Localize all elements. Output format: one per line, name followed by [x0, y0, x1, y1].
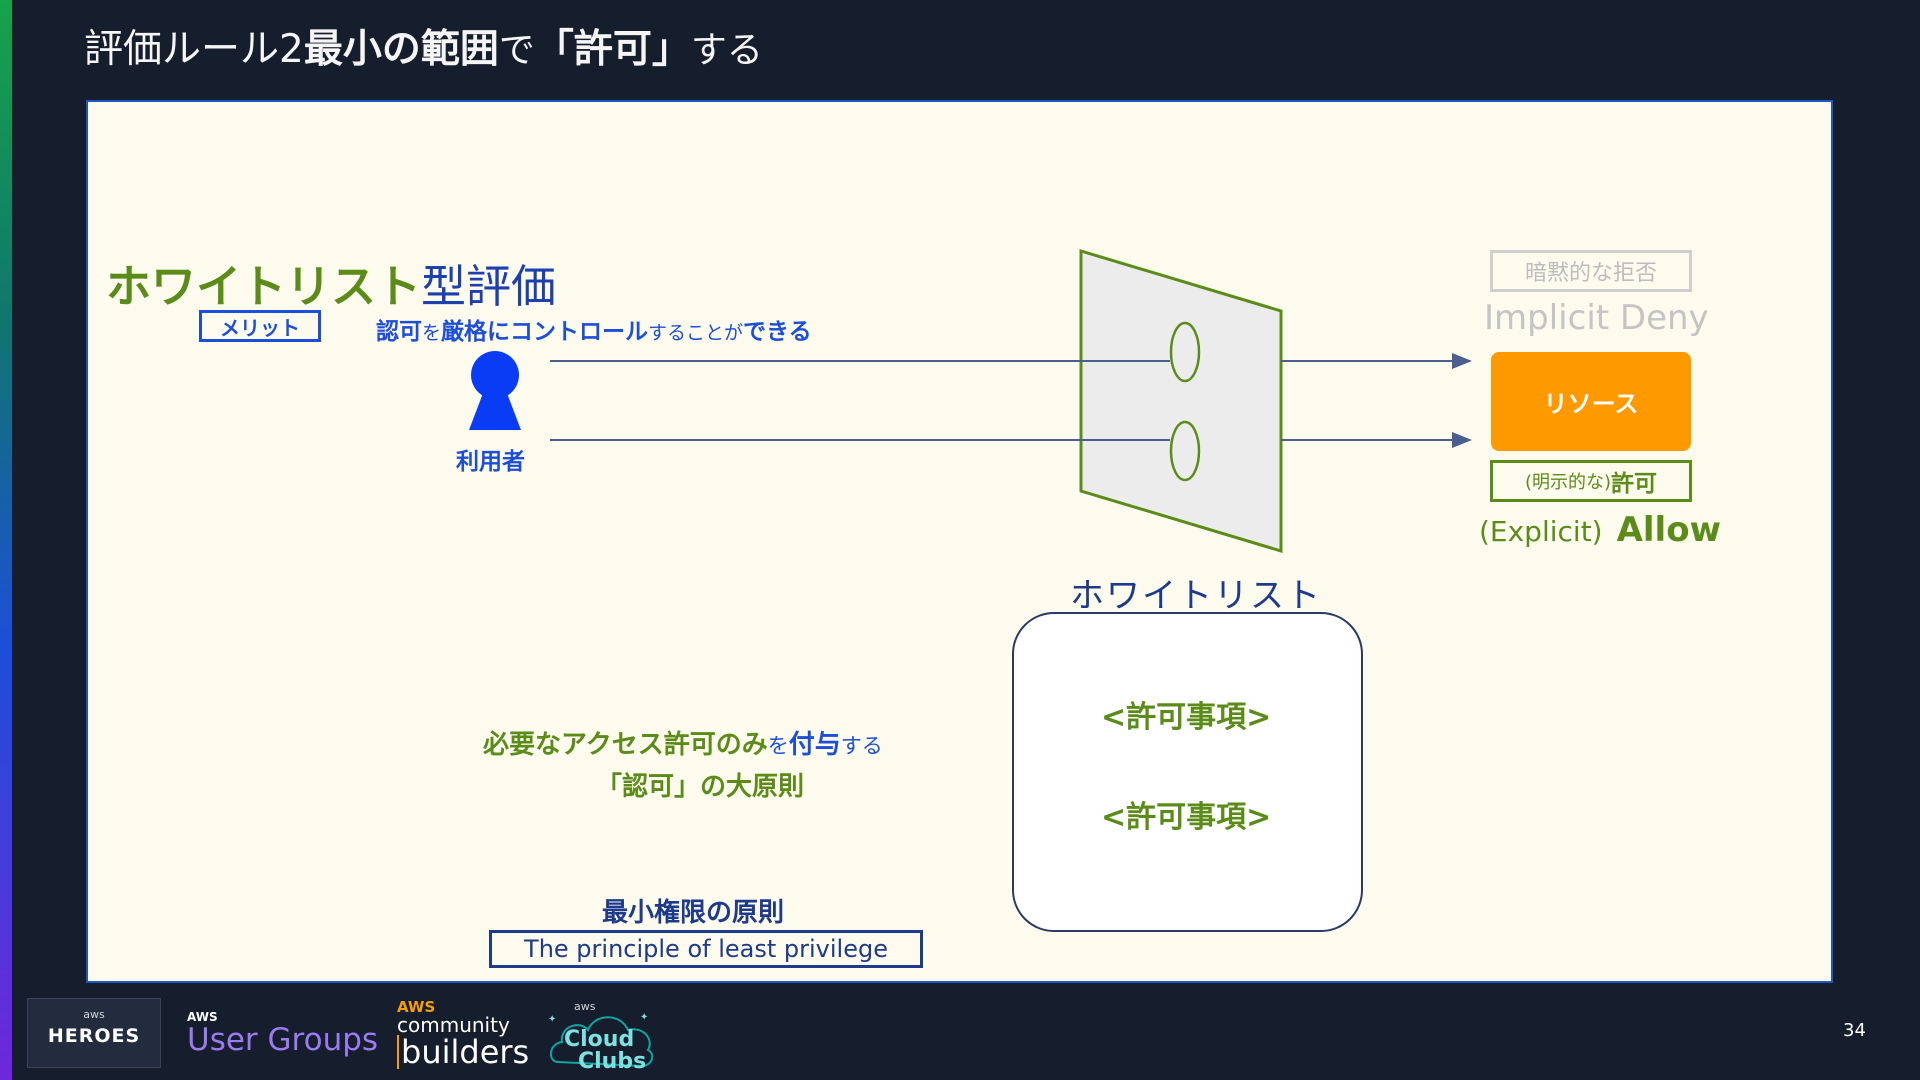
- authz-description: 認可を厳格にコントロールすることができる: [376, 312, 812, 346]
- sparkle-icon: ✦: [548, 1014, 556, 1025]
- authz-text-1: 認可: [376, 319, 422, 345]
- explicit-label: (Explicit): [1479, 515, 1603, 548]
- aws-community-builders-logo: AWS community builders: [397, 1000, 529, 1069]
- whitelist-diagram: [550, 248, 1472, 554]
- authz-text-5: できる: [743, 319, 812, 345]
- principle-line-2: 「認可」の大原則: [596, 772, 805, 802]
- principle-text-d: する: [840, 734, 883, 758]
- merit-badge: メリット: [199, 310, 321, 342]
- accent-bar: [0, 0, 12, 1080]
- ug-text: User Groups: [187, 1022, 379, 1058]
- user-label: 利用者: [456, 449, 525, 475]
- whitelist-box: [1012, 612, 1363, 932]
- principle-text-b: を: [767, 734, 789, 758]
- page-number: 34: [1843, 1020, 1866, 1041]
- ug-aws-text: AWS: [187, 1010, 218, 1024]
- least-privilege-badge: The principle of least privilege: [489, 930, 923, 968]
- whitelist-eval-title-rest: 型評価: [421, 260, 557, 313]
- permission-item: <許可事項>: [1101, 700, 1272, 735]
- user-icon: [469, 351, 521, 430]
- footer: aws HEROES AWS User Groups AWS community…: [0, 990, 1920, 1080]
- cc-clubs-text: Clubs: [578, 1049, 646, 1074]
- content-panel: ホワイトリスト型評価 メリット 認可を厳格にコントロールすることができる 利用者…: [86, 100, 1833, 983]
- resource-box: リソース: [1491, 352, 1691, 451]
- whitelist-filter-plane: [1079, 248, 1283, 554]
- principle-text-a: 必要なアクセス許可のみ: [483, 730, 768, 760]
- allow-badge-small: (明示的な): [1524, 472, 1612, 493]
- filter-hole-1: [1169, 321, 1201, 383]
- authz-text-2: を: [422, 322, 442, 344]
- whitelist-label: ホワイトリスト: [1070, 576, 1322, 616]
- whitelist-eval-title-green: ホワイトリスト: [106, 260, 422, 313]
- implicit-deny-badge: 暗黙的な拒否: [1490, 250, 1692, 292]
- title-part-1: 評価ルール2: [84, 27, 304, 72]
- title-part-5: する: [690, 30, 763, 71]
- heroes-text: HEROES: [47, 1025, 141, 1047]
- aws-cloud-clubs-logo: aws Cloud Clubs ✦ ✦: [548, 1000, 654, 1074]
- cb-community-text: community: [397, 1013, 510, 1037]
- whitelist-eval-title: ホワイトリスト型評価: [106, 250, 556, 315]
- slide-title: 評価ルール2 最小の範囲 で 「許可」 する: [84, 18, 763, 82]
- title-part-3: で: [498, 30, 535, 71]
- filter-hole-2: [1169, 420, 1201, 482]
- cb-builders-text: builders: [397, 1035, 529, 1069]
- title-part-2: 最小の範囲: [303, 27, 499, 72]
- allow-badge-bold: 許可: [1611, 471, 1658, 497]
- title-part-4: 「許可」: [534, 27, 691, 72]
- permission-item: <許可事項>: [1101, 800, 1272, 835]
- sparkle-icon: ✦: [640, 1012, 648, 1023]
- heroes-aws-text: aws: [83, 1008, 105, 1021]
- implicit-deny-text: Implicit Deny: [1484, 298, 1709, 338]
- aws-user-groups-logo: AWS User Groups: [187, 1010, 378, 1058]
- cc-aws-text: aws: [574, 1000, 596, 1013]
- principle-text-c: 付与: [788, 730, 841, 760]
- cb-aws-text: AWS: [397, 998, 436, 1016]
- explicit-allow-badge: (明示的な)許可: [1490, 460, 1692, 502]
- aws-heroes-logo: aws HEROES: [27, 998, 161, 1068]
- cc-cloud-text: Cloud: [564, 1027, 634, 1052]
- authz-text-3: 厳格にコントロール: [441, 319, 649, 345]
- principle-line-1: 必要なアクセス許可のみを付与する: [483, 724, 883, 761]
- least-privilege-label: 最小権限の原則: [602, 898, 785, 928]
- explicit-allow-text: (Explicit) Allow: [1479, 510, 1721, 550]
- allow-label: Allow: [1616, 510, 1721, 550]
- authz-text-4: することが: [648, 322, 744, 344]
